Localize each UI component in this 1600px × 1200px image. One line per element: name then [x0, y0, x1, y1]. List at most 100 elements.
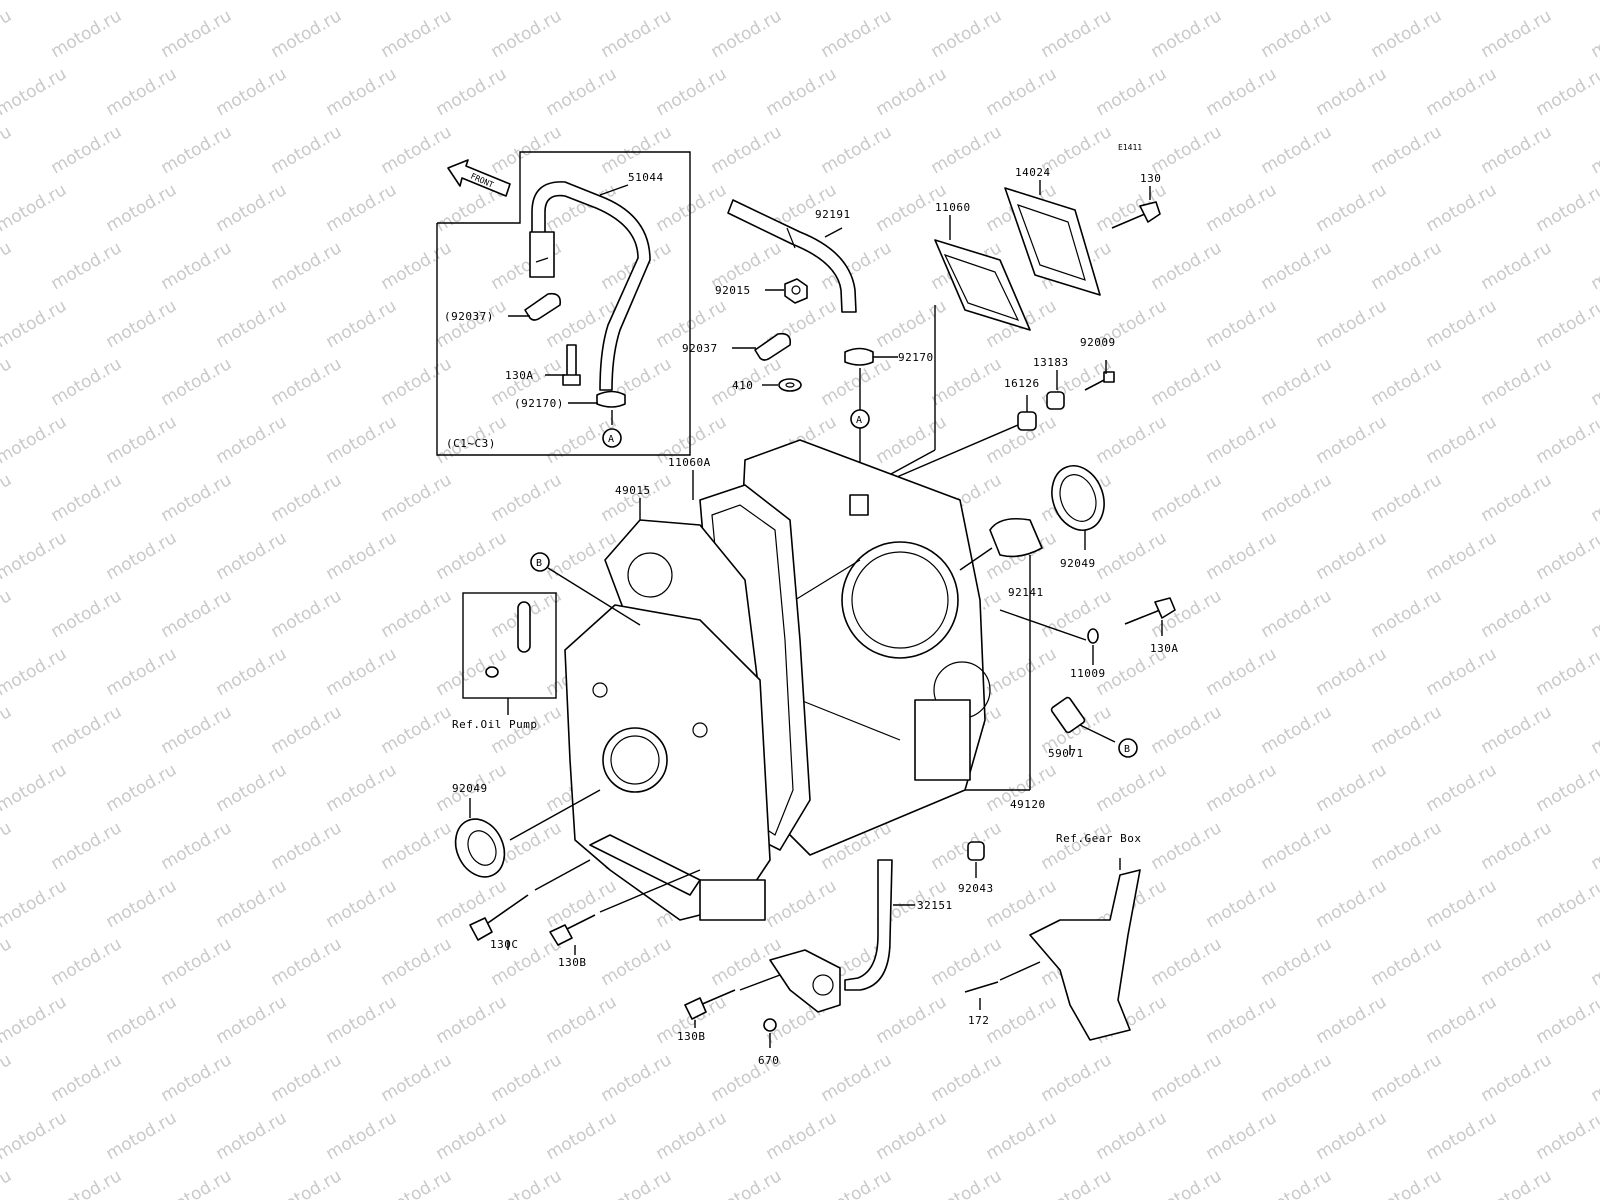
watermark-text: motod.ru — [268, 122, 346, 178]
plug-59071: B 59071 — [1048, 696, 1138, 760]
watermark-text: motod.ru — [983, 644, 1061, 700]
watermark-text: motod.ru — [708, 122, 786, 178]
callout-92037-paren: (92037) — [444, 310, 494, 323]
watermark-text: motod.ru — [378, 818, 456, 874]
watermark-text: motod.ru — [1478, 1050, 1556, 1106]
watermark-text: motod.ru — [598, 934, 676, 990]
watermark-text: motod.ru — [0, 354, 15, 410]
variant-note: (C1~C3) — [446, 437, 496, 450]
watermark-text: motod.ru — [1038, 586, 1116, 642]
watermark-text: motod.ru — [1258, 354, 1336, 410]
bolt-130b-mid: 130B — [549, 869, 701, 969]
watermark-text: motod.ru — [1093, 64, 1171, 120]
watermark-text: motod.ru — [158, 6, 236, 62]
watermark-text: motod.ru — [213, 180, 291, 236]
watermark-text: motod.ru — [873, 992, 951, 1048]
watermark-text: motod.ru — [1093, 1108, 1171, 1164]
figure-code: E1411 — [1118, 143, 1142, 152]
watermark-text: motod.ru — [708, 1166, 786, 1200]
callout-172: 172 — [968, 1014, 989, 1027]
watermark-text: motod.ru — [0, 238, 15, 294]
watermark-text: motod.ru — [488, 1166, 566, 1200]
watermark-text: motod.ru — [323, 876, 401, 932]
watermark-text: motod.ru — [1368, 470, 1446, 526]
watermark-text: motod.ru — [1203, 64, 1281, 120]
watermark-text: motod.ru — [0, 934, 15, 990]
watermark-text: motod.ru — [0, 180, 70, 236]
ref-marker-a-inset: A — [608, 434, 614, 445]
watermark-text: motod.ru — [158, 586, 236, 642]
watermark-text: motod.ru — [0, 702, 15, 758]
watermark-text: motod.ru — [1423, 644, 1501, 700]
watermark-text: motod.ru — [1588, 1050, 1600, 1106]
callout-51044: 51044 — [628, 171, 664, 184]
watermark-text: motod.ru — [1533, 876, 1600, 932]
callout-130b-low: 130B — [677, 1030, 706, 1043]
watermark-text: motod.ru — [1203, 1108, 1281, 1164]
watermark-text: motod.ru — [378, 586, 456, 642]
watermark-text: motod.ru — [213, 992, 291, 1048]
watermark-text: motod.ru — [1148, 702, 1226, 758]
watermark-text: motod.ru — [818, 1166, 896, 1200]
watermark-text: motod.ru — [708, 6, 786, 62]
watermark-text: motod.ru — [213, 876, 291, 932]
watermark-text: motod.ru — [1313, 412, 1391, 468]
watermark-text: motod.ru — [48, 1050, 126, 1106]
watermark-text: motod.ru — [1588, 1166, 1600, 1200]
watermark-text: motod.ru — [1423, 528, 1501, 584]
watermark-text: motod.ru — [323, 180, 401, 236]
callout-92191: 92191 — [815, 208, 851, 221]
watermark-text: motod.ru — [1313, 296, 1391, 352]
watermark-text: motod.ru — [1148, 6, 1226, 62]
watermark-text: motod.ru — [598, 1050, 676, 1106]
watermark-text: motod.ru — [543, 0, 621, 4]
watermark-text: motod.ru — [1478, 818, 1556, 874]
watermark-text: motod.ru — [103, 644, 181, 700]
watermark-text: motod.ru — [323, 0, 401, 4]
watermark-text: motod.ru — [1203, 992, 1281, 1048]
watermark-text: motod.ru — [1148, 122, 1226, 178]
clamp-92037-inset — [524, 292, 562, 321]
watermark-text: motod.ru — [213, 528, 291, 584]
watermark-text: motod.ru — [488, 6, 566, 62]
watermark-text: motod.ru — [0, 122, 15, 178]
watermark-text: motod.ru — [1148, 1050, 1226, 1106]
watermark-text: motod.ru — [873, 1108, 951, 1164]
watermark-text: motod.ru — [1313, 992, 1391, 1048]
watermark-text: motod.ru — [928, 1166, 1006, 1200]
watermark-text: motod.ru — [543, 992, 621, 1048]
bush-16126: 16126 — [889, 377, 1039, 481]
watermark-text: motod.ru — [158, 1050, 236, 1106]
watermark-text: motod.ru — [1258, 238, 1336, 294]
watermark-text: motod.ru — [103, 412, 181, 468]
callout-11060: 11060 — [935, 201, 971, 214]
watermark-text: motod.ru — [1258, 702, 1336, 758]
watermark-text: motod.ru — [378, 238, 456, 294]
watermark-text: motod.ru — [433, 1108, 511, 1164]
bolt-130c: 130C — [469, 859, 591, 951]
watermark-text: motod.ru — [1478, 934, 1556, 990]
watermark-text: motod.ru — [158, 818, 236, 874]
watermark-text: motod.ru — [983, 64, 1061, 120]
watermark-text: motod.ru — [928, 6, 1006, 62]
watermark-text: motod.ru — [1368, 122, 1446, 178]
watermark-text: motod.ru — [1368, 238, 1446, 294]
watermark-text: motod.ru — [323, 644, 401, 700]
watermark-text: motod.ru — [323, 1108, 401, 1164]
watermark-text: motod.ru — [763, 876, 841, 932]
callout-92049-left: 92049 — [452, 782, 488, 795]
watermark-text: motod.ru — [1588, 6, 1600, 62]
watermark-text: motod.ru — [1588, 470, 1600, 526]
watermark-text: motod.ru — [268, 702, 346, 758]
watermark-text: motod.ru — [1533, 64, 1600, 120]
watermark-text: motod.ru — [1478, 470, 1556, 526]
watermark-text: motod.ru — [1258, 470, 1336, 526]
watermark-text: motod.ru — [1203, 180, 1281, 236]
watermark-text: motod.ru — [0, 64, 70, 120]
ref-oil-pump-label: Ref.Oil Pump — [452, 718, 537, 731]
watermark-text: motod.ru — [1423, 0, 1501, 4]
watermark-text: motod.ru — [378, 1166, 456, 1200]
watermark-text: motod.ru — [378, 934, 456, 990]
watermark-text: motod.ru — [1533, 412, 1600, 468]
watermark-text: motod.ru — [1148, 1166, 1226, 1200]
